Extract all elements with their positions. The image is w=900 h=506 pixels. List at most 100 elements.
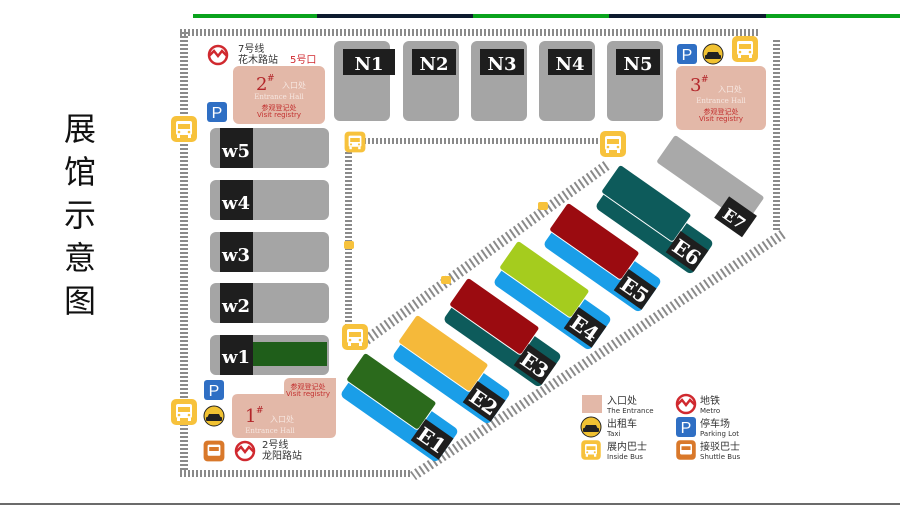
hall-e2[interactable]: E2 bbox=[388, 314, 517, 425]
inside-bus-icon bbox=[581, 440, 601, 460]
hall-w2[interactable]: w2 bbox=[210, 283, 329, 323]
accent-segment bbox=[193, 14, 317, 18]
metro-exit: 5号口 bbox=[290, 54, 316, 66]
hall-e5[interactable]: E5 bbox=[539, 202, 668, 313]
entrance-1[interactable]: 参观登记处 Visit registry 1 # 入口处 Entrance Ha… bbox=[232, 378, 336, 438]
legend-item-entrance: 入口处 The Entrance bbox=[582, 395, 654, 415]
parking-icon[interactable] bbox=[677, 44, 697, 64]
entrance-sup: # bbox=[701, 75, 709, 85]
road-north bbox=[180, 29, 760, 36]
shuttle-bus-icon[interactable] bbox=[203, 440, 225, 462]
page-title: 展 馆 示 意 图 bbox=[60, 108, 100, 323]
metro-line7[interactable]: 7号线 花木路站 5号口 bbox=[207, 42, 316, 66]
inside-bus-icon[interactable] bbox=[342, 324, 368, 350]
accent-segment bbox=[317, 14, 473, 18]
hall-label: w1 bbox=[221, 347, 250, 368]
hall-n3[interactable]: N3 bbox=[471, 41, 527, 121]
legend-cn: 停车场 bbox=[700, 417, 730, 430]
legend-cn: 出租车 bbox=[607, 417, 637, 430]
entrance-3[interactable]: 3 # 入口处 Entrance Hall 参观登记处 Visit regist… bbox=[676, 66, 766, 130]
taxi-icon bbox=[580, 416, 602, 438]
inside-bus-icon[interactable] bbox=[600, 131, 626, 157]
registry-cn: 参观登记处 bbox=[262, 103, 297, 112]
inside-bus-icon[interactable] bbox=[344, 131, 366, 153]
hall-label-bg bbox=[714, 196, 757, 238]
taxi-icon[interactable] bbox=[203, 405, 225, 427]
north-halls: N1 N2 N3 N4 N5 bbox=[334, 41, 663, 121]
road-inner-west bbox=[345, 145, 352, 325]
entrance-sup: # bbox=[256, 406, 264, 416]
hall-label-bg bbox=[563, 307, 607, 348]
hall-n4[interactable]: N4 bbox=[539, 41, 595, 121]
entrance-2[interactable]: 2 # 入口处 Entrance Hall 参观登记处 Visit regist… bbox=[233, 66, 325, 124]
small-bus-marker bbox=[344, 202, 548, 284]
accent-segment bbox=[473, 14, 609, 18]
hall-body bbox=[398, 314, 489, 392]
hall-e1[interactable]: E1 bbox=[336, 352, 465, 463]
shuttle-bus-icon bbox=[676, 440, 696, 460]
top-accent-bar bbox=[193, 14, 900, 18]
legend-cn: 展内巴士 bbox=[607, 440, 647, 453]
entrance-en: Entrance Hall bbox=[696, 97, 746, 105]
metro-icon bbox=[234, 440, 256, 462]
road-east bbox=[773, 40, 780, 230]
metro-line: 7号线 bbox=[238, 42, 264, 55]
registry-cn: 参观登记处 bbox=[704, 107, 739, 116]
legend-en: Parking Lot bbox=[700, 430, 739, 438]
legend-en: Taxi bbox=[606, 430, 621, 438]
hall-body bbox=[499, 240, 590, 318]
legend-cn: 接驳巴士 bbox=[700, 440, 740, 453]
hall-label: w3 bbox=[221, 245, 250, 266]
hall-body bbox=[346, 352, 437, 430]
registry-en: Visit registry bbox=[257, 111, 301, 119]
bottom-divider bbox=[0, 503, 900, 505]
hall-body bbox=[601, 164, 692, 242]
inside-bus-icon[interactable] bbox=[171, 399, 197, 425]
hall-label-bg bbox=[613, 269, 657, 310]
hall-label: N2 bbox=[420, 54, 449, 75]
west-halls: w5 w4 w3 w2 w1 bbox=[210, 128, 329, 375]
entrance-number: 2 bbox=[256, 74, 267, 95]
legend-en: Inside Bus bbox=[607, 453, 643, 461]
hall-n5[interactable]: N5 bbox=[607, 41, 663, 121]
entrance-cn: 入口处 bbox=[282, 80, 306, 90]
legend-en: Shuttle Bus bbox=[700, 453, 741, 461]
metro-icon bbox=[675, 393, 697, 415]
entrance-cn: 入口处 bbox=[718, 84, 742, 94]
legend-cn: 地铁 bbox=[700, 394, 720, 407]
parking-icon[interactable] bbox=[204, 380, 224, 400]
metro-icon bbox=[207, 44, 229, 66]
entrance-en: Entrance Hall bbox=[245, 427, 295, 435]
legend-en: The Entrance bbox=[606, 407, 654, 415]
entrance-number: 3 bbox=[690, 75, 701, 96]
hall-w5[interactable]: w5 bbox=[210, 128, 329, 168]
legend: 入口处 The Entrance 地铁 Metro 出租车 Taxi 停车场 P… bbox=[580, 393, 741, 461]
hall-w4[interactable]: w4 bbox=[210, 180, 329, 220]
hall-label: w2 bbox=[221, 296, 250, 317]
legend-item-inside-bus: 展内巴士 Inside Bus bbox=[581, 440, 647, 461]
registry-en: Visit registry bbox=[699, 115, 743, 123]
parking-icon[interactable] bbox=[207, 102, 227, 122]
hall-e7[interactable]: E7 bbox=[649, 134, 769, 238]
hall-n1[interactable]: N1 bbox=[334, 41, 395, 121]
metro-line2[interactable]: 2号线 龙阳路站 bbox=[234, 438, 302, 462]
hall-label-bg bbox=[462, 381, 506, 422]
metro-station: 龙阳路站 bbox=[262, 449, 302, 462]
taxi-icon[interactable] bbox=[702, 43, 724, 65]
hall-label-bg bbox=[665, 231, 709, 272]
inside-bus-icon[interactable] bbox=[171, 116, 197, 142]
hall-label: N4 bbox=[556, 54, 585, 75]
hall-body bbox=[656, 134, 765, 225]
inside-bus-icon[interactable] bbox=[732, 36, 758, 62]
title-char: 展 bbox=[63, 110, 96, 148]
hall-n2[interactable]: N2 bbox=[403, 41, 459, 121]
registry-cn: 参观登记处 bbox=[291, 382, 326, 391]
hall-label-bg bbox=[410, 419, 454, 460]
hall-w1[interactable]: w1 bbox=[210, 335, 329, 375]
hall-label: N3 bbox=[488, 54, 517, 75]
legend-item-metro: 地铁 Metro bbox=[675, 393, 720, 415]
legend-item-taxi: 出租车 Taxi bbox=[580, 416, 637, 438]
hall-w3[interactable]: w3 bbox=[210, 232, 329, 272]
title-char: 意 bbox=[63, 239, 96, 277]
